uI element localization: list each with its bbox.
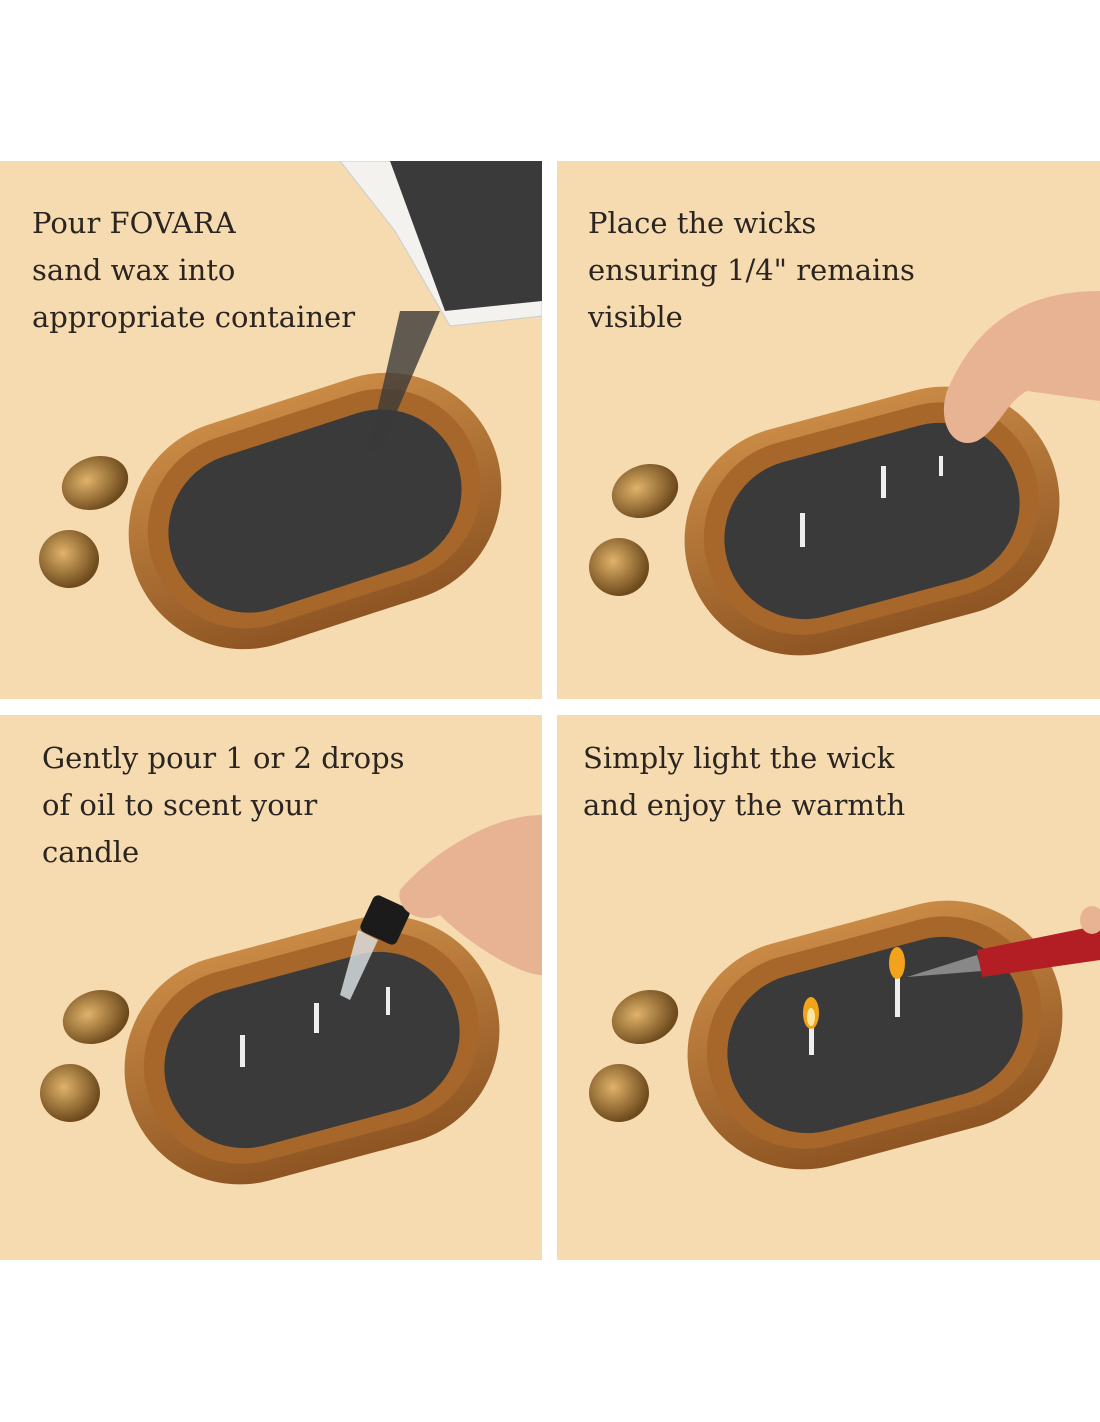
step-2-caption: Place the wicks ensuring 1/4" remains vi… [588,200,915,341]
caption-line: visible [588,300,683,334]
caption-line: ensuring 1/4" remains [588,253,915,287]
step-3-panel: Gently pour 1 or 2 drops of oil to scent… [0,715,542,1260]
caption-line: appropriate container [32,300,356,334]
caption-line: Place the wicks [588,206,817,240]
step-4-caption: Simply light the wick and enjoy the warm… [583,735,905,829]
light-wick-illustration [589,874,1100,1196]
caption-line: Pour FOVARA [32,206,236,240]
step-2-panel: Place the wicks ensuring 1/4" remains vi… [557,161,1100,699]
caption-line: and enjoy the warmth [583,788,906,822]
caption-line: sand wax into [32,253,236,287]
step-4-panel: Simply light the wick and enjoy the warm… [557,715,1100,1260]
step-1-panel: Pour FOVARA sand wax into appropriate co… [0,161,542,699]
caption-line: candle [42,835,140,869]
caption-line: Gently pour 1 or 2 drops [42,741,405,775]
pour-sand-illustration [39,161,542,680]
step-1-caption: Pour FOVARA sand wax into appropriate co… [32,200,355,341]
step-3-caption: Gently pour 1 or 2 drops of oil to scent… [42,735,405,876]
caption-line: of oil to scent your [42,788,318,822]
caption-line: Simply light the wick [583,741,895,775]
place-wicks-illustration [589,291,1100,682]
scent-oil-illustration [40,815,542,1211]
